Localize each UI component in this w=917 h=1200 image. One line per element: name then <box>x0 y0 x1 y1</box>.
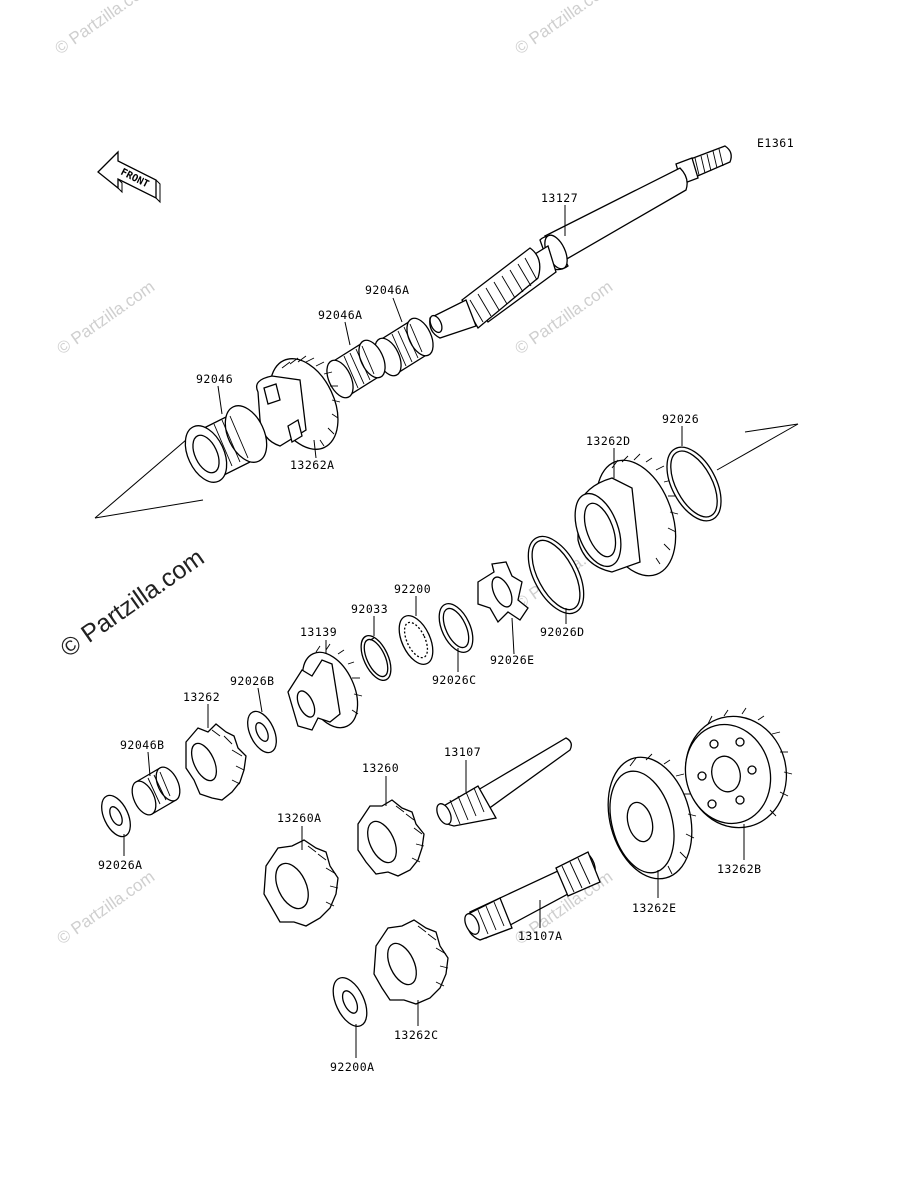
part-92046B-bearing[interactable] <box>127 763 184 818</box>
label-13262: 13262 <box>183 690 220 704</box>
part-13262A-gear[interactable] <box>255 348 352 460</box>
label-92026A: 92026A <box>98 858 143 872</box>
watermark: © Partzilla.com <box>511 0 616 58</box>
label-13262A: 13262A <box>290 458 335 472</box>
label-92046B: 92046B <box>120 738 165 752</box>
part-92046A-bearing-top[interactable] <box>370 314 439 380</box>
part-92200-washer[interactable] <box>392 611 439 670</box>
label-92026C: 92026C <box>432 673 477 687</box>
label-92200: 92200 <box>394 582 431 596</box>
label-13262C: 13262C <box>394 1028 439 1042</box>
section-lines <box>94 423 799 519</box>
part-92200A-washer[interactable] <box>326 973 373 1032</box>
label-13107A: 13107A <box>518 929 563 943</box>
label-92046A-top: 92046A <box>365 283 410 297</box>
label-13127: 13127 <box>541 191 578 205</box>
label-13107: 13107 <box>444 745 481 759</box>
part-92046-bearing[interactable] <box>177 399 275 489</box>
label-92033: 92033 <box>351 602 388 616</box>
part-13262B-gear[interactable] <box>673 705 799 839</box>
label-92200A: 92200A <box>330 1060 375 1074</box>
watermark: © Partzilla.com <box>53 867 158 948</box>
label-92026B: 92026B <box>230 674 275 688</box>
label-13139: 13139 <box>300 625 337 639</box>
front-arrow-icon: FRONT <box>97 150 161 204</box>
part-13262D-gear[interactable] <box>566 449 690 586</box>
part-92026C-washer[interactable] <box>432 599 479 658</box>
part-13262E-gear[interactable] <box>595 748 704 888</box>
leader-lines <box>123 205 745 1058</box>
part-13127-main-shaft[interactable] <box>428 145 732 339</box>
part-92026A-washer[interactable] <box>96 791 136 841</box>
part-13260-gear[interactable] <box>357 799 425 877</box>
part-92026E-lock-washer[interactable] <box>477 561 529 624</box>
watermarks: © Partzilla.com © Partzilla.com © Partzi… <box>51 0 616 948</box>
part-13260A-gear[interactable] <box>263 839 339 927</box>
part-92033-circlip[interactable] <box>355 631 397 685</box>
label-13260A: 13260A <box>277 811 322 825</box>
part-92026B-washer[interactable] <box>242 707 282 757</box>
part-labels: 13127 92046A 92046A 92046 13262A 13262D … <box>98 191 762 1074</box>
label-13260: 13260 <box>362 761 399 775</box>
label-13262E: 13262E <box>632 901 677 915</box>
label-92046: 92046 <box>196 372 233 386</box>
watermark-large: © Partzilla.com <box>55 543 209 663</box>
diagram-code: E1361 <box>757 136 794 150</box>
label-92026: 92026 <box>662 412 699 426</box>
label-13262D: 13262D <box>586 434 631 448</box>
part-13262-gear[interactable] <box>185 723 247 801</box>
part-13107A-shaft[interactable] <box>462 851 601 941</box>
part-13107-shaft[interactable] <box>434 737 572 827</box>
label-92026E: 92026E <box>490 653 535 667</box>
watermark: © Partzilla.com <box>51 0 156 58</box>
label-13262B: 13262B <box>717 862 762 876</box>
label-92026D: 92026D <box>540 625 585 639</box>
part-13139-gear[interactable] <box>287 643 369 737</box>
part-13262C-gear[interactable] <box>373 919 449 1005</box>
part-92026D-ring[interactable] <box>517 528 595 623</box>
label-92046A-left: 92046A <box>318 308 363 322</box>
part-92046A-bearing-left[interactable] <box>322 336 391 402</box>
part-92026-ring[interactable] <box>656 438 732 529</box>
watermark: © Partzilla.com <box>53 277 158 358</box>
